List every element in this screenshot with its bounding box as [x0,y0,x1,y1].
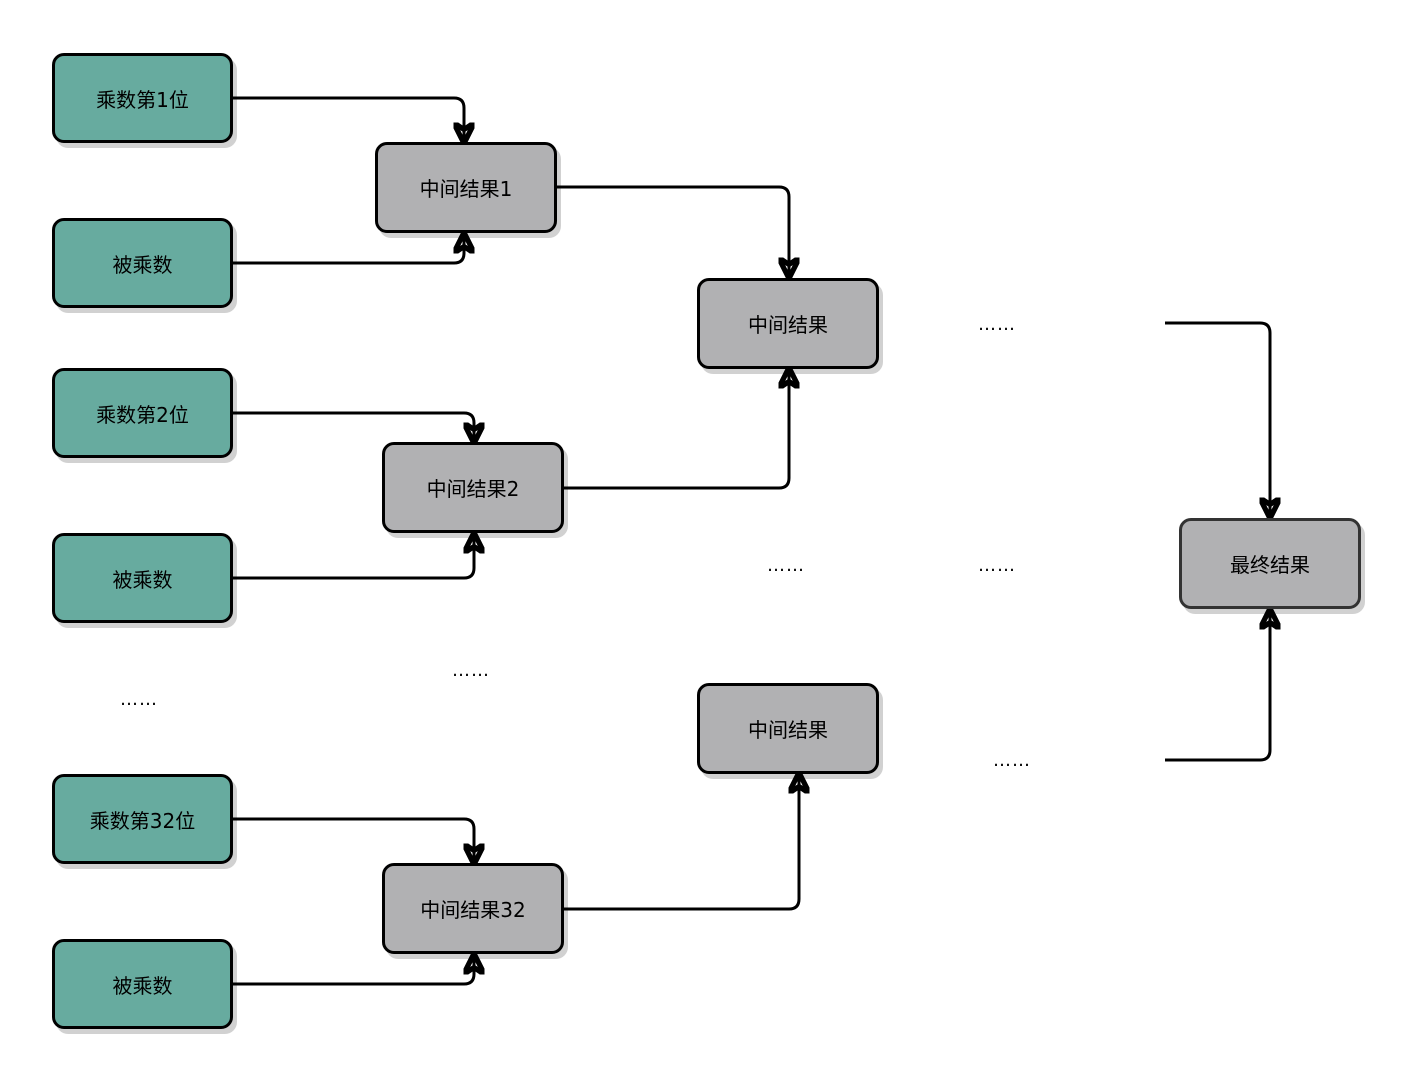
node-multiplicand-32: 被乘数 [52,939,233,1029]
node-multiplicand-1: 被乘数 [52,218,233,308]
edge-mult-bit-32-to-intermediate-32 [233,817,474,861]
edge-mult-bit-2-to-intermediate-2 [233,411,474,440]
ellipsis-mid-1: …… [452,660,490,681]
edge-multiplicand-32-to-intermediate-32 [233,957,474,986]
ellipsis-right-top: …… [978,314,1016,335]
node-intermediate-1: 中间结果1 [375,142,557,233]
ellipsis-left: …… [120,689,158,710]
edge-multiplicand-1-to-intermediate-1 [233,236,464,265]
edge-bottom-to-final-result [1165,612,1270,762]
node-mult-bit-2: 乘数第2位 [52,368,233,458]
node-multiplicand-2: 被乘数 [52,533,233,623]
ellipsis-right-mid: …… [978,555,1016,576]
edge-intermediate-32-to-intermediate-bottom [564,776,799,911]
node-mult-bit-32: 乘数第32位 [52,774,233,864]
edge-mult-bit-1-to-intermediate-1 [233,96,464,140]
node-intermediate-32: 中间结果32 [382,863,564,954]
ellipsis-right-bottom: …… [993,750,1031,771]
node-intermediate-2: 中间结果2 [382,442,564,533]
ellipsis-mid-2: …… [767,555,805,576]
node-intermediate-bottom: 中间结果 [697,683,879,774]
edge-multiplicand-2-to-intermediate-2 [233,536,474,580]
edge-intermediate-2-to-intermediate-top [564,371,789,490]
node-intermediate-top: 中间结果 [697,278,879,369]
node-final-result: 最终结果 [1179,518,1361,609]
edge-intermediate-1-to-intermediate-top [557,185,789,275]
node-mult-bit-1: 乘数第1位 [52,53,233,143]
edge-top-to-final-result [1165,321,1270,515]
